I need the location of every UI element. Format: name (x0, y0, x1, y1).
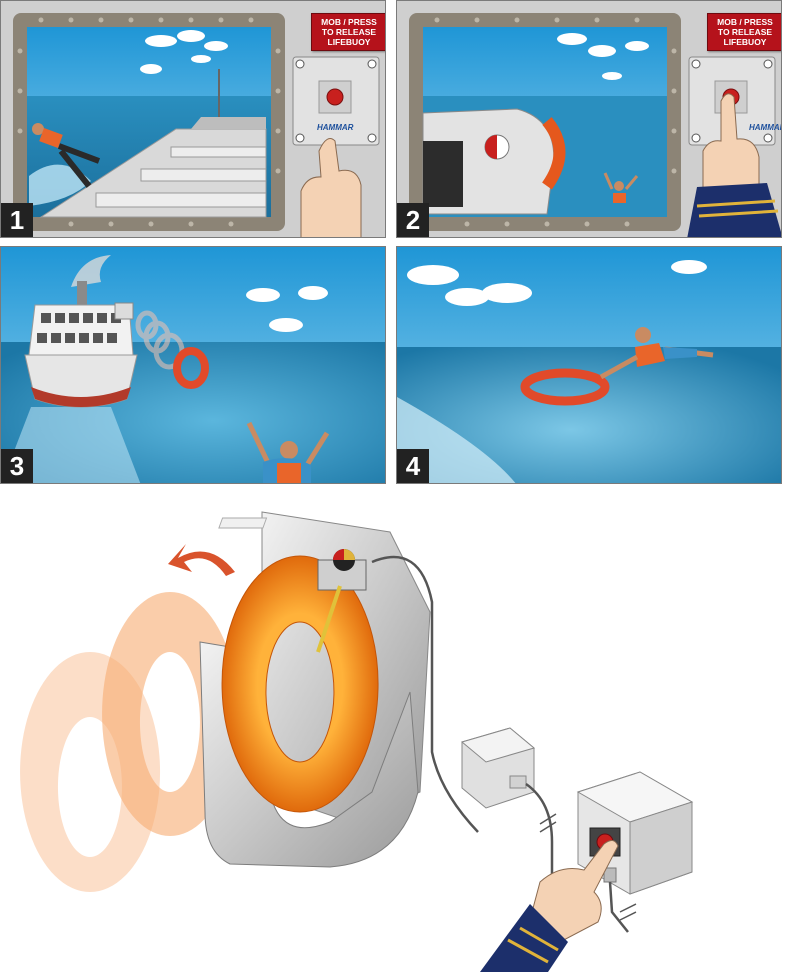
pressing-hand (531, 840, 619, 943)
officer-sleeve (480, 904, 568, 972)
ship-wake (1, 407, 141, 483)
release-label-tag: MOB / PRESS TO RELEASE LIFEBUOY (311, 13, 385, 51)
person-swimming (599, 327, 714, 380)
mounting-bracket (218, 517, 268, 529)
signal-cable (371, 555, 479, 833)
panel-3: 3 (0, 246, 386, 484)
panel-4: 4 (396, 246, 782, 484)
splash (29, 164, 91, 206)
ship (24, 281, 138, 408)
signal-cable (608, 881, 629, 933)
panel-2: MOB / PRESS TO RELEASE LIFEBUOY HAMMAR 2 (396, 0, 782, 238)
clouds (246, 286, 328, 332)
release-label-tag: MOB / PRESS TO RELEASE LIFEBUOY (707, 13, 781, 51)
release-strap (316, 585, 342, 653)
smoke (71, 255, 111, 287)
panel-1-illustration (13, 13, 380, 237)
lifebuoy-releasing (541, 117, 566, 190)
release-button (326, 88, 344, 106)
cable-break (619, 903, 637, 921)
panel-4-illustration (397, 247, 781, 483)
clouds (407, 260, 707, 306)
lifebuoy (221, 555, 379, 813)
step-number: 1 (1, 203, 33, 237)
pressing-hand (702, 93, 760, 192)
panel-1: MOB / PRESS TO RELEASE LIFEBUOY HAMMAR 1 (0, 0, 386, 238)
rotation-arrow-icon (168, 544, 235, 576)
frame-rivets (17, 17, 281, 227)
cable-break (539, 813, 557, 833)
falling-person (32, 123, 101, 188)
officer-sleeve (687, 183, 781, 237)
step-number: 3 (1, 449, 33, 483)
brand-logo: HAMMAR (317, 123, 354, 132)
junction-box (460, 727, 536, 809)
lifebuoy (173, 347, 209, 389)
hydrostatic-release-cutaway (20, 511, 694, 972)
step-number: 2 (397, 203, 429, 237)
ship-bridge (191, 117, 266, 129)
clouds (140, 30, 228, 74)
panel-3-illustration (1, 247, 385, 483)
pointing-hand (300, 138, 362, 237)
clouds (557, 33, 649, 80)
step-number: 4 (397, 449, 429, 483)
signal-cable (525, 782, 554, 912)
lifebuoy-holder (114, 302, 134, 320)
holder-slot (423, 141, 463, 207)
lifebuoy (520, 368, 610, 406)
frame-rivets (434, 17, 677, 227)
panel-2-illustration (409, 13, 781, 237)
brand-logo: HAMMAR (749, 123, 782, 132)
person-in-water (603, 172, 639, 203)
person-in-water (246, 421, 330, 483)
